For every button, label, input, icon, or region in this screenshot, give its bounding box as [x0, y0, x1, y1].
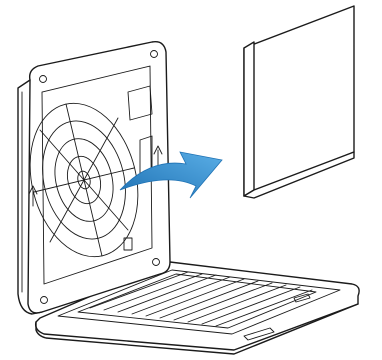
airflow-arrow-head: [153, 145, 163, 155]
filter-mat-side: [243, 41, 255, 197]
cover-slat: [131, 276, 231, 315]
frame-screw-hole: [152, 258, 160, 266]
cover-slat: [159, 280, 259, 319]
frame-screw-hole: [150, 50, 158, 58]
grille-spoke: [49, 117, 119, 243]
cover-slat: [145, 278, 245, 317]
frame-corner-bracket: [127, 85, 153, 121]
frame-inner-opening: [41, 65, 153, 285]
hinged-cover: [34, 261, 360, 355]
cover-bottom-rim: [35, 303, 359, 355]
frame-screw-hole: [39, 75, 47, 83]
cover-grille-area: [77, 273, 317, 329]
frame-latch-pin: [123, 237, 133, 251]
cover-slat: [201, 286, 301, 325]
airflow-arrow-head: [28, 185, 38, 195]
cover-slat: [187, 284, 287, 323]
frame-side-depth: [17, 79, 43, 315]
cover-slat: [173, 282, 273, 321]
filter-mat: [243, 5, 355, 199]
filter-mat-face: [243, 5, 355, 197]
airflow-arrow-icon: [153, 145, 163, 167]
cover-latch: [243, 327, 275, 341]
cover-slat: [89, 271, 189, 309]
cover-slats: [89, 271, 313, 327]
cover-inner-rim: [57, 269, 341, 335]
fan-grille: [29, 102, 139, 258]
airflow-arrow-icon: [28, 185, 38, 207]
removal-arrow-icon: [119, 151, 223, 199]
cover-slat: [215, 289, 313, 327]
cover-slat: [103, 273, 203, 311]
fan-housing-frame: [17, 41, 171, 315]
cover-clip: [293, 293, 311, 303]
grille-ring-outer: [29, 102, 139, 258]
cover-slat: [117, 274, 217, 313]
filter-mat-bottom-edge: [243, 151, 355, 199]
frame-screw-hole: [40, 296, 48, 304]
